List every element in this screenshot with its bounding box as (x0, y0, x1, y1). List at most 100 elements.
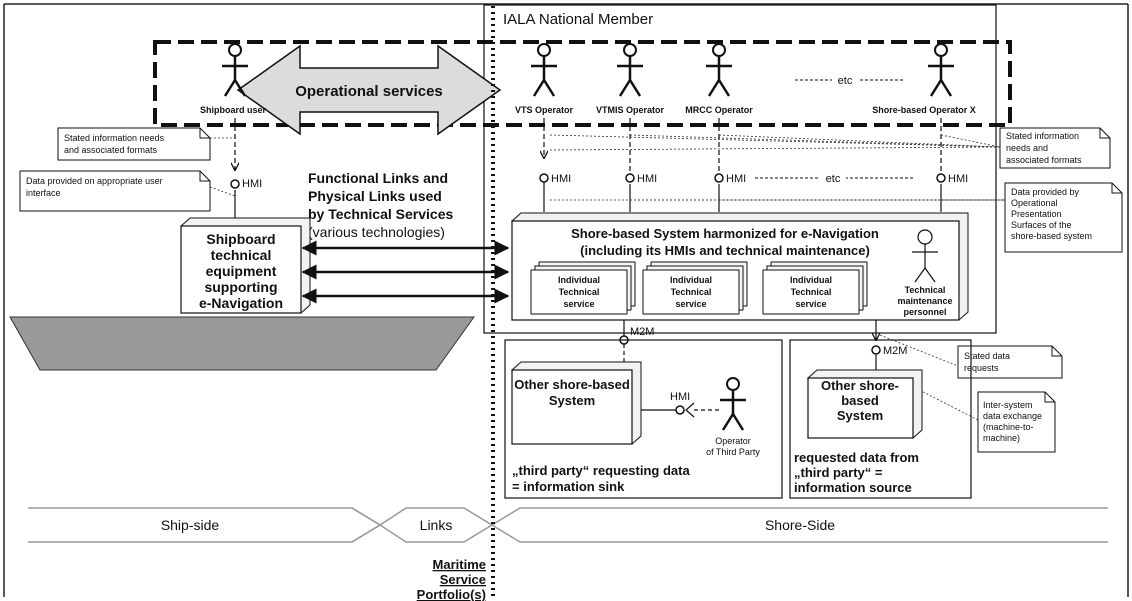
iala-title: IALA National Member (503, 11, 653, 28)
equipment-line: equipment (206, 263, 277, 279)
actor-third-party-operator (720, 377, 746, 431)
vts-operator-label: VTS Operator (515, 105, 574, 115)
actor-shipboard-user (222, 43, 248, 97)
information-source-line: „third party“ = (794, 465, 883, 480)
service-line: service (563, 299, 594, 309)
note-data-provided-right: Data provided by Operational Presentatio… (1004, 182, 1123, 253)
equipment-line: Shipboard (206, 231, 275, 247)
operational-services-boundary (153, 40, 1012, 127)
information-source-line: requested data from (794, 450, 919, 465)
note-text: Operational (1011, 198, 1058, 208)
hmi-label-shipboard: HMI (242, 178, 262, 190)
maintenance-line: maintenance (897, 296, 952, 306)
ship-side-label: Ship-side (161, 517, 220, 533)
note-text: Stated data (964, 351, 1010, 361)
note-text: requests (964, 363, 999, 373)
note-text: Presentation (1011, 209, 1062, 219)
service-line: service (795, 299, 826, 309)
actor-shore-based-operator-x (928, 43, 954, 97)
portfolio-line: Maritime (433, 557, 486, 572)
note-inter-system-exchange: Inter-system data exchange (machine-to- … (977, 391, 1056, 453)
system-line: System (549, 393, 595, 408)
service-line: Technical (791, 287, 832, 297)
ship-side-band: Ship-side (28, 507, 382, 543)
shipboard-technical-equipment: Shipboard technical equipment supporting… (180, 217, 311, 314)
note-text: Inter-system (983, 400, 1033, 410)
actor-vtmis-operator (617, 43, 643, 97)
operational-services-arrow: Operational services (236, 44, 502, 136)
hmi-label-mrcc: HMI (726, 173, 746, 185)
m2m-label-right: M2M (883, 345, 907, 357)
note-text: Data provided by (1011, 187, 1080, 197)
note-stated-information-right: Stated information needs and associated … (999, 127, 1111, 169)
maritime-service-portfolio-label: Maritime Service Portfolio(s) (417, 557, 486, 601)
information-sink-line: „third party“ requesting data (512, 463, 690, 478)
m2m-label-left: M2M (630, 326, 654, 338)
other-shore-based-system-right: Other shore- based System (807, 369, 923, 439)
links-line: Physical Links used (308, 188, 442, 204)
service-line: Individual (670, 275, 712, 285)
maintenance-line: personnel (903, 307, 946, 317)
note-text: data exchange (983, 411, 1042, 421)
m2m-interface-right (871, 345, 881, 355)
note-text: Stated information (1006, 131, 1079, 141)
shore-system-title: Shore-based System harmonized for e-Navi… (571, 226, 879, 241)
hmi-label-vts: HMI (551, 173, 571, 185)
technical-service-2: Individual Technical service (642, 261, 748, 315)
note-text: interface (26, 188, 61, 198)
system-line: based (841, 393, 879, 408)
portfolio-line: Service (440, 572, 486, 587)
system-line: Other shore- (821, 378, 899, 393)
links-line: (various technologies) (308, 224, 445, 240)
actor-mrcc-operator (706, 43, 732, 97)
note-text: machine) (983, 433, 1020, 443)
hmi-label-third-party: HMI (670, 391, 690, 403)
links-line: by Technical Services (308, 206, 453, 222)
actor-vts-operator (531, 43, 557, 97)
service-line: Technical (559, 287, 600, 297)
system-line: Other shore-based (514, 377, 630, 392)
note-text: (machine-to- (983, 422, 1034, 432)
note-text: shore-based system (1011, 231, 1092, 241)
hmi-interfaces (230, 173, 946, 189)
note-text: Data provided on appropriate user (26, 176, 163, 186)
note-stated-data-requests: Stated data requests (957, 345, 1063, 379)
operational-services-label: Operational services (295, 83, 443, 100)
service-line: Individual (558, 275, 600, 285)
equipment-line: e-Navigation (199, 295, 283, 311)
etc-hmi-label: etc (826, 173, 841, 185)
note-text: Stated information needs (64, 133, 165, 143)
note-text: and associated formats (64, 145, 158, 155)
note-text: associated formats (1006, 155, 1082, 165)
iala-national-member-frame: IALA National Member (483, 4, 997, 334)
operator-third-party-line: Operator (715, 436, 751, 446)
links-label: Links (420, 517, 453, 533)
technical-service-3: Individual Technical service (762, 261, 868, 315)
hmi-label-vtmis: HMI (637, 173, 657, 185)
operator-third-party-line: of Third Party (706, 447, 760, 457)
etc-top-label: etc (838, 75, 853, 87)
equipment-line: technical (211, 247, 272, 263)
service-line: service (675, 299, 706, 309)
information-source-line: information source (794, 480, 912, 495)
technical-service-1: Individual Technical service (530, 261, 636, 315)
information-source-frame (789, 339, 972, 499)
actor-technical-maintenance (912, 229, 938, 283)
shipboard-user-label: Shipboard user (200, 105, 267, 115)
links-band: Links (351, 507, 494, 543)
hmi-label-shore-x: HMI (948, 173, 968, 185)
note-text: Surfaces of the (1011, 220, 1072, 230)
shore-based-operator-x-label: Shore-based Operator X (872, 105, 976, 115)
system-line: System (837, 408, 883, 423)
shore-system-subtitle: (including its HMIs and technical mainte… (580, 243, 870, 258)
mrcc-operator-label: MRCC Operator (685, 105, 753, 115)
links-line: Functional Links and (308, 170, 448, 186)
link-arrows (301, 240, 510, 304)
equipment-line: supporting (204, 279, 277, 295)
maintenance-line: Technical (905, 285, 946, 295)
other-shore-based-system-left: Other shore-based System (511, 361, 642, 445)
vtmis-operator-label: VTMIS Operator (596, 105, 665, 115)
shore-side-label: Shore-Side (765, 517, 835, 533)
service-line: Individual (790, 275, 832, 285)
